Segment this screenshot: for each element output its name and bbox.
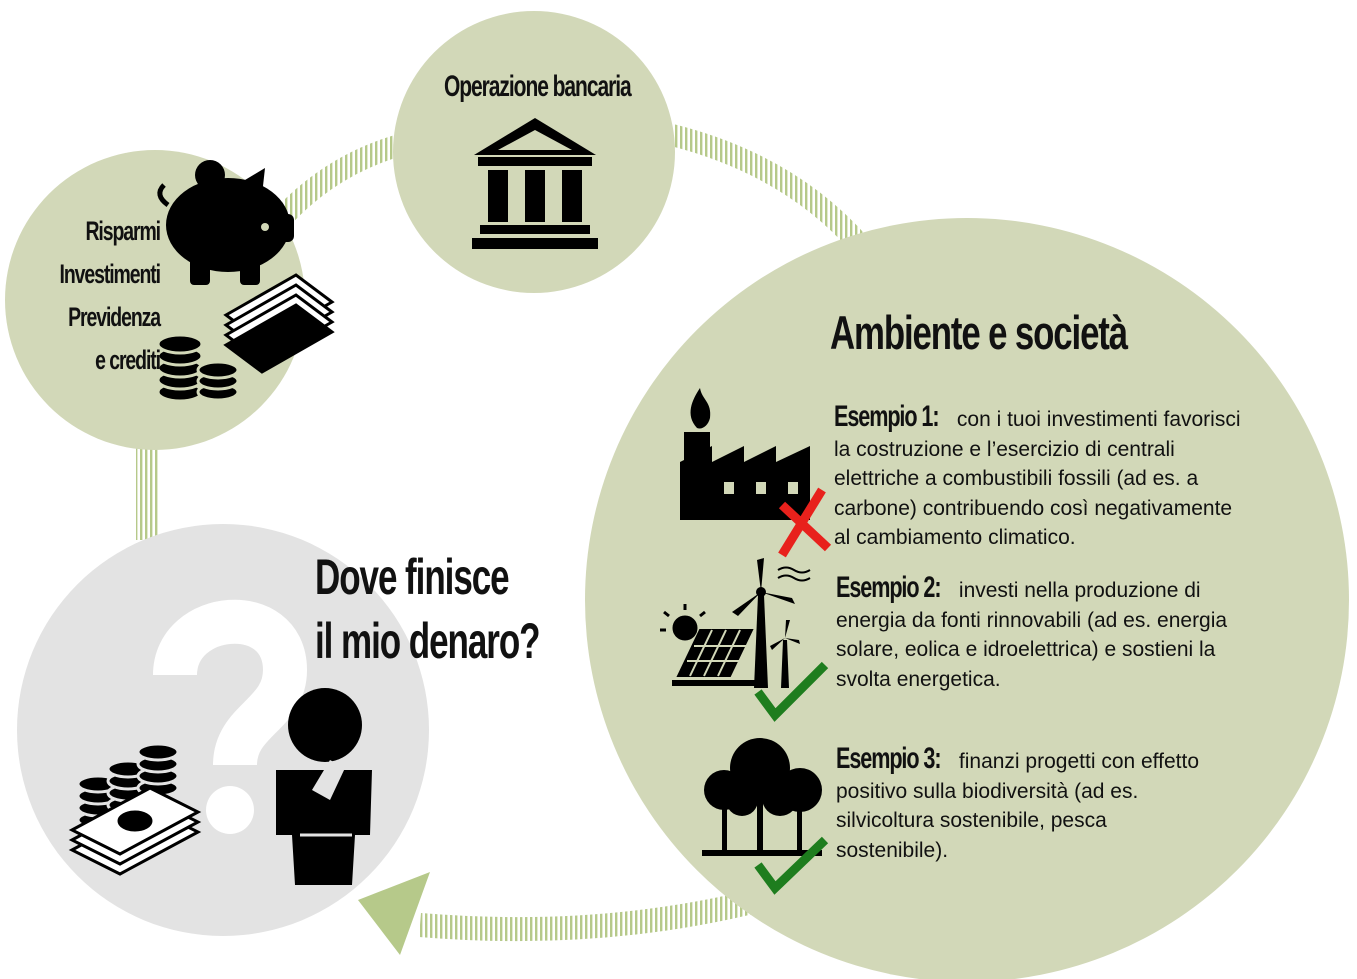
banknotes-icon bbox=[223, 273, 335, 374]
money-stack-icon bbox=[68, 742, 202, 876]
example-text: positivo sulla biodiversità (ad es. bbox=[836, 779, 1139, 803]
savings-line: Previdenza bbox=[68, 302, 161, 332]
example-text: al cambiamento climatico. bbox=[834, 526, 1076, 549]
example-text: silvicoltura sostenibile, pesca bbox=[836, 809, 1107, 832]
example-text: sostenibile). bbox=[836, 838, 949, 862]
savings-line: e crediti bbox=[95, 345, 161, 375]
example-heading: Esempio 2: bbox=[836, 571, 942, 604]
example-text: carbone) contribuendo così negativamente bbox=[834, 496, 1233, 520]
example-heading: Esempio 3: bbox=[836, 742, 942, 775]
environment-title-text: Ambiente e società bbox=[830, 306, 1128, 359]
example-text: solare, eolica e idroelettrica) e sostie… bbox=[836, 638, 1216, 661]
checkmark-icon bbox=[754, 836, 829, 895]
savings-label: Risparmi Investimenti Previdenza e credi… bbox=[20, 210, 162, 382]
bank-title: Operazione bancaria bbox=[398, 70, 676, 104]
example-1: Esempio 1: con i tuoi investimenti favor… bbox=[834, 402, 1304, 553]
coins-icon bbox=[156, 333, 240, 403]
question-title: Dove finisce il mio denaro? bbox=[315, 545, 636, 673]
trees-icon bbox=[702, 738, 822, 856]
example-3: Esempio 3: finanzi progetti con effetto … bbox=[836, 744, 1306, 865]
savings-line: Risparmi bbox=[85, 216, 161, 246]
piggy-bank-icon bbox=[157, 160, 294, 285]
renewable-energy-icon bbox=[660, 558, 811, 688]
bank-building-icon bbox=[472, 118, 598, 249]
bank-title-text: Operazione bancaria bbox=[443, 70, 632, 103]
cross-icon bbox=[778, 487, 832, 558]
example-2: Esempio 2: investi nella produzione di e… bbox=[836, 573, 1306, 694]
example-text: elettriche a combustibili fossili (ad es… bbox=[834, 467, 1199, 490]
question-mark-icon bbox=[153, 599, 308, 834]
example-text: svolta energetica. bbox=[836, 667, 1001, 691]
question-line-2: il mio denaro? bbox=[315, 613, 541, 669]
cycle-arrow bbox=[136, 124, 869, 955]
example-text: investi nella produzione di bbox=[953, 579, 1201, 602]
example-text: energia da fonti rinnovabili (ad es. ene… bbox=[836, 608, 1228, 632]
thinking-person-icon bbox=[276, 688, 372, 885]
environment-title: Ambiente e società bbox=[830, 305, 1231, 360]
question-line-1: Dove finisce bbox=[315, 549, 510, 605]
example-text: con i tuoi investimenti favorisci bbox=[951, 408, 1241, 431]
arrow-head bbox=[358, 872, 430, 955]
savings-line: Investimenti bbox=[59, 259, 162, 289]
checkmark-icon bbox=[754, 661, 829, 722]
factory-icon bbox=[680, 388, 810, 520]
example-text: finanzi progetti con effetto bbox=[953, 750, 1200, 773]
example-heading: Esempio 1: bbox=[834, 400, 940, 433]
example-text: la costruzione e l’esercizio di centrali bbox=[834, 437, 1175, 461]
